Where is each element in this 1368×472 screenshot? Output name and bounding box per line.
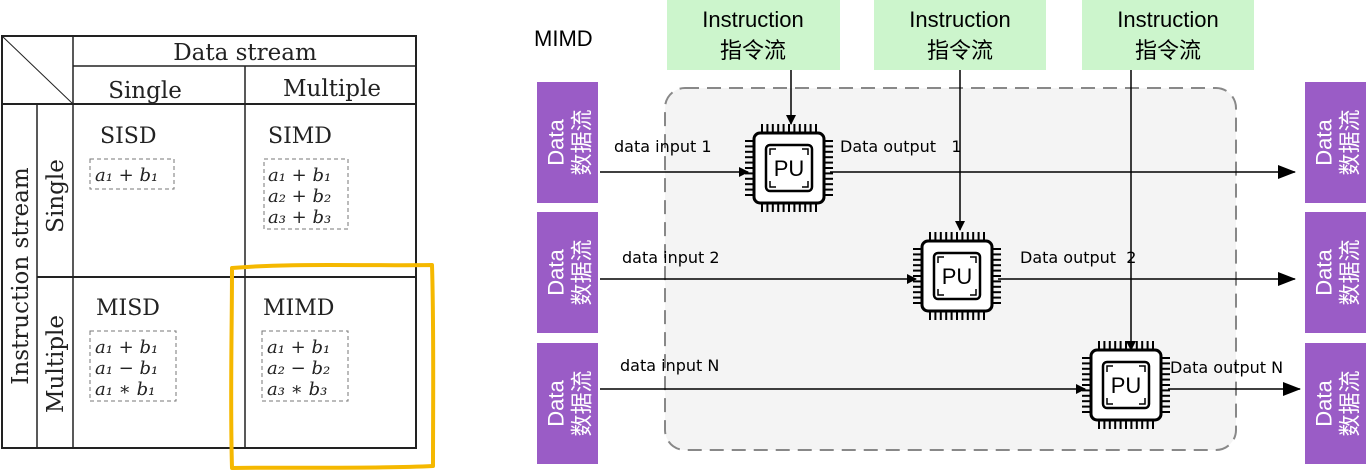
misd-expr-2: a₁ − b₁ — [95, 358, 158, 379]
misd-expr-box — [89, 330, 177, 402]
svg-text:指令流: 指令流 — [720, 38, 786, 63]
simd-name: SIMD — [268, 124, 332, 149]
data-stream-header: Data stream — [173, 40, 317, 66]
instruction-box-3: Instruction 指令流 — [1082, 0, 1254, 70]
data-output-2-label: Data output 2 — [1020, 248, 1136, 267]
mimd-name: MIMD — [263, 296, 334, 321]
simd-expr-box — [263, 158, 349, 230]
data-cn-label: 数据流 — [1338, 109, 1363, 175]
data-cn-label: 数据流 — [570, 370, 595, 436]
data-cn-label: 数据流 — [570, 109, 595, 175]
data-input-1-label: data input 1 — [614, 137, 712, 156]
processing-units: PU PU PU — [745, 124, 1170, 429]
mimd-expr-box — [261, 330, 349, 402]
mimd-expr-2: a₂ − b₂ — [267, 358, 330, 379]
svg-text:Instruction: Instruction — [1117, 7, 1219, 32]
data-en-label: Data — [1312, 119, 1337, 166]
sisd-name: SISD — [100, 124, 156, 149]
instruction-box-1: Instruction 指令流 — [667, 0, 840, 70]
simd-expr-1: a₁ + b₁ — [268, 165, 331, 186]
pu-label: PU — [774, 156, 805, 181]
svg-text:Instruction: Instruction — [702, 7, 804, 32]
data-cn-label: 数据流 — [570, 239, 595, 305]
pu-chip-1: PU — [745, 124, 833, 212]
data-en-label: Data — [544, 380, 569, 427]
sisd-expr-1: a₁ + b₁ — [95, 165, 158, 186]
misd-expr-3: a₁ ∗ b₁ — [95, 379, 155, 400]
table-frame — [1, 35, 417, 449]
io-labels: data input 1 data input 2 data input N D… — [614, 137, 1283, 377]
data-en-label: Data — [1312, 249, 1337, 296]
data-en-label: Data — [1312, 380, 1337, 427]
col-multiple-label: Multiple — [283, 76, 381, 102]
data-output-1-label: Data output 1 — [840, 137, 962, 156]
data-cn-label: 数据流 — [1338, 239, 1363, 305]
data-en-label: Data — [544, 119, 569, 166]
mimd-highlight-box — [229, 263, 436, 470]
misd-expr-1: a₁ + b₁ — [95, 337, 158, 358]
sisd-expr-box — [89, 158, 175, 190]
pu-chip-2: PU — [913, 232, 1001, 320]
pu-chip-3: PU — [1082, 341, 1170, 429]
data-arrows — [600, 165, 1301, 396]
mimd-expr-1: a₁ + b₁ — [267, 337, 330, 358]
data-en-label: Data — [544, 249, 569, 296]
instruction-stream-boxes: Instruction 指令流 Instruction 指令流 Instruct… — [667, 0, 1254, 70]
data-cn-label: 数据流 — [1338, 370, 1363, 436]
instruction-box-2: Instruction 指令流 — [874, 0, 1046, 70]
data-input-2-label: data input 2 — [622, 248, 720, 267]
mimd-title: MIMD — [534, 26, 593, 51]
simd-expr-2: a₂ + b₂ — [268, 186, 331, 207]
misd-name: MISD — [96, 296, 160, 321]
row-multiple-label: Multiple — [43, 315, 69, 413]
svg-text:Instruction: Instruction — [909, 7, 1011, 32]
col-single-label: Single — [108, 78, 182, 104]
simd-expr-3: a₃ + b₃ — [268, 207, 331, 228]
pu-label: PU — [942, 264, 973, 289]
mimd-expr-3: a₃ ∗ b₃ — [267, 379, 327, 400]
row-single-label: Single — [43, 159, 69, 233]
svg-text:指令流: 指令流 — [1135, 38, 1201, 63]
flynn-taxonomy-table — [1, 35, 417, 449]
pu-label: PU — [1111, 373, 1142, 398]
table-labels: Data stream Single Multiple Instruction … — [8, 40, 381, 413]
svg-text:指令流: 指令流 — [927, 38, 993, 63]
data-input-n-label: data input N — [620, 356, 719, 375]
instruction-arrows — [786, 70, 1136, 351]
data-output-n-label: Data output N — [1170, 358, 1283, 377]
instruction-stream-label: Instruction stream — [8, 167, 34, 385]
